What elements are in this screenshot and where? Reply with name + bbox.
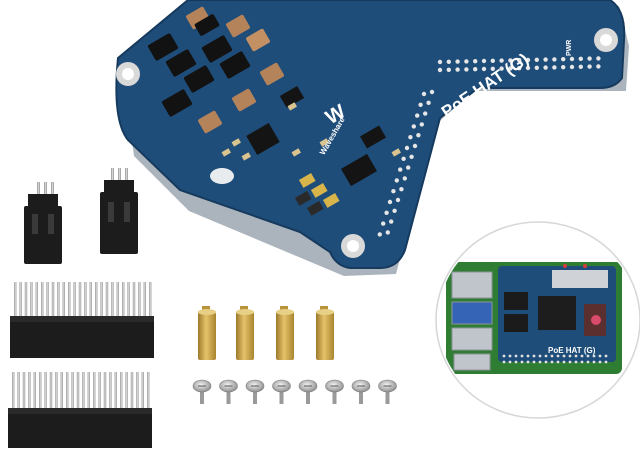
inset-board-name-label: PoE HAT (G) (548, 346, 596, 355)
mounting-hole (594, 28, 618, 52)
assembled-inset (435, 221, 640, 419)
screw (219, 379, 238, 404)
stacking-header (10, 282, 154, 358)
screw (245, 379, 265, 404)
screw (272, 379, 291, 404)
screw (378, 379, 397, 404)
tantalum-capacitors (294, 173, 340, 216)
pwr-label: PWR (566, 39, 573, 56)
screw (298, 379, 318, 404)
jumper-header (100, 168, 138, 254)
screw (351, 379, 371, 404)
capacitors (186, 6, 284, 134)
poe-hat-board (115, 0, 629, 276)
controller-chip (246, 85, 305, 156)
hat-connector (552, 270, 608, 288)
jumper-header (24, 182, 62, 264)
brass-standoff (236, 306, 254, 360)
stacking-header (8, 372, 152, 448)
mosfets (147, 14, 251, 117)
screw (325, 379, 344, 404)
mounting-hole (341, 234, 365, 258)
screw (192, 379, 212, 404)
brass-standoff (198, 306, 216, 360)
board-spacer (210, 168, 234, 184)
mounting-hole (116, 62, 140, 86)
smd-passives (221, 102, 401, 161)
brass-standoff (316, 306, 334, 360)
brass-standoff (276, 306, 294, 360)
gpio-holes (377, 56, 601, 237)
sensor-chip (341, 125, 387, 187)
